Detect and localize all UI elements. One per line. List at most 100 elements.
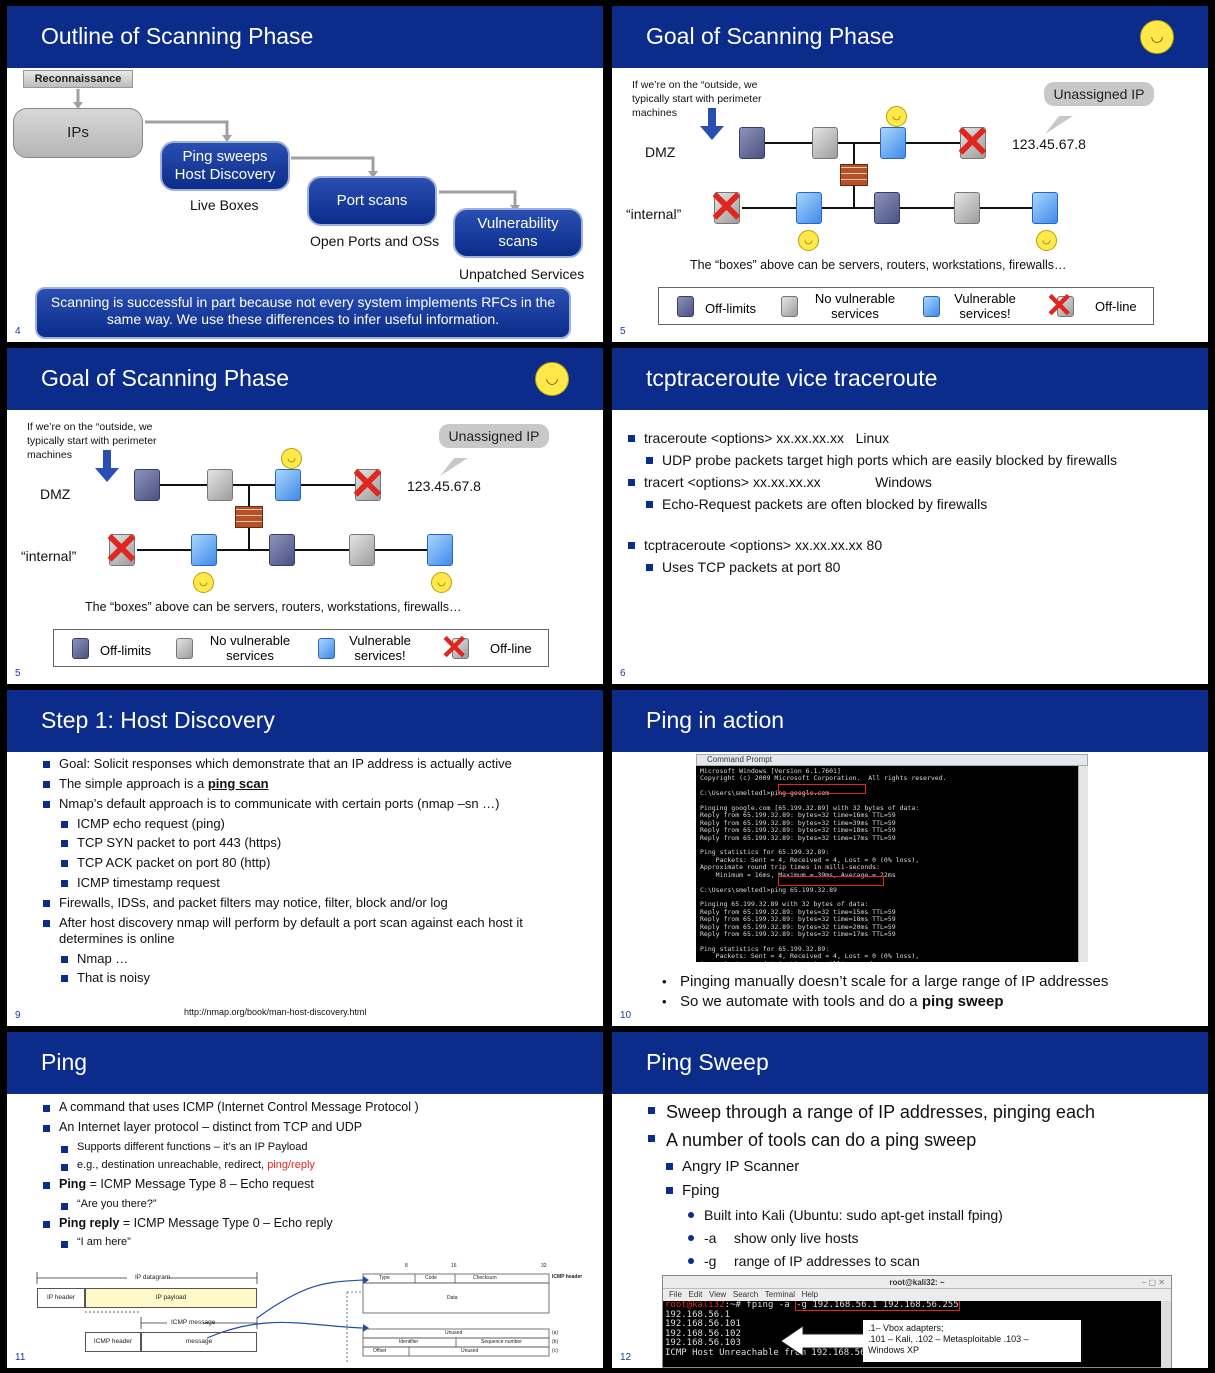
smiley-icon: ◡ (535, 362, 569, 396)
slide-header (612, 690, 1208, 752)
callout-tail (440, 458, 468, 476)
ping-reply-red: ping/reply (267, 1158, 315, 1171)
page-number: 5 (620, 326, 626, 337)
firewall-icon (840, 164, 868, 186)
callout-tail (1045, 116, 1073, 134)
terminal-scrollbar[interactable] (1161, 1301, 1171, 1368)
legend-offline-icon (1057, 296, 1074, 317)
bullet: Echo-Request packets are often blocked b… (646, 496, 1198, 513)
bit-32: 32 (541, 1263, 547, 1269)
ping-sweeps-label: Ping sweeps (182, 148, 268, 165)
bullet: “Are you there?” (61, 1198, 583, 1211)
ping-reply-term: Ping reply (59, 1215, 120, 1230)
open-ports-caption: Open Ports and OSs (310, 233, 440, 249)
bullet-list: Goal: Solicit responses which demonstrat… (43, 756, 583, 990)
flag-a-desc: show only live hosts (734, 1229, 859, 1246)
kali-terminal[interactable]: root@kali32: ~ – ▢ ✕ File Edit View Sear… (662, 1275, 1172, 1368)
terminal-output: Microsoft Windows [Version 6.1.7601] Cop… (696, 766, 1078, 962)
legend-offline-icon (452, 638, 469, 659)
terminal-menubar[interactable]: File Edit View Search Terminal Help (663, 1289, 1171, 1301)
legend: Off-limits No vulnerable services Vulner… (53, 629, 549, 667)
server-offlimits-icon (134, 469, 160, 501)
vuln-scans-box: Vulnerability scans (453, 208, 583, 258)
slide-11[interactable]: Ping A command that uses ICMP (Internet … (7, 1032, 603, 1368)
source-url[interactable]: http://nmap.org/book/man-host-discovery.… (184, 1007, 367, 1017)
unpatched-caption: Unpatched Services (459, 266, 585, 282)
legend-offline-x-icon: ✕ (1045, 287, 1074, 325)
bullet: Nmap’s default approach is to communicat… (43, 796, 583, 812)
slide-4[interactable]: Outline of Scanning Phase Reconnaissance… (7, 6, 603, 342)
offline-x-icon: ✕ (954, 118, 991, 167)
bullet: TCP SYN packet to port 443 (https) (61, 835, 583, 851)
data-field: Data (447, 1295, 458, 1301)
bullet: Ping reply = ICMP Message Type 0 – Echo … (43, 1216, 583, 1231)
internal-label: “internal” (626, 206, 682, 222)
page-number: 10 (620, 1010, 632, 1021)
window-controls[interactable]: – ▢ ✕ (1141, 1278, 1165, 1287)
slide-10[interactable]: Ping in action Command Prompt Microsoft … (612, 690, 1208, 1026)
bullet-text: So we automate with tools and do a ping … (680, 993, 1004, 1010)
bullet: tracert <options> xx.xx.xx.xx Windows (628, 474, 1198, 491)
command-text: :~# fping -a (724, 1301, 796, 1310)
offset-field: Offset (373, 1348, 387, 1354)
smiley-icon: ◡ (886, 106, 907, 127)
bullet-rest: = ICMP Message Type 0 – Echo reply (119, 1215, 333, 1230)
offline-x-icon: ✕ (349, 460, 386, 509)
server-offline-icon (714, 192, 740, 224)
icmp-diagram: IP datagram IP header IP payload ICMP me… (7, 1262, 603, 1368)
down-arrow-icon (95, 450, 119, 482)
flag-g-desc: range of IP addresses to scan (734, 1252, 920, 1269)
ip-label: 123.45.67.8 (1012, 136, 1086, 152)
offline-x-icon: ✕ (103, 525, 140, 574)
smiley-icon: ◡ (1036, 230, 1057, 251)
host-discovery-label: Host Discovery (174, 166, 276, 183)
server-vulnerable-icon (427, 534, 453, 566)
server-offlimits-icon (269, 534, 295, 566)
bullet: After host discovery nmap will perform b… (43, 915, 583, 947)
bullet: Goal: Solicit responses which demonstrat… (43, 756, 583, 772)
server-novuln-icon (812, 127, 838, 159)
bullet: TCP ACK packet on port 80 (http) (61, 855, 583, 871)
firewall-icon (235, 506, 263, 528)
server-offlimits-icon (739, 127, 765, 159)
sequence-field: Sequence number (481, 1339, 522, 1345)
ip-header-cell: IP header (37, 1288, 85, 1308)
bullet-dot: • (662, 974, 667, 989)
command-highlight: -g 192.168.56.1 192.168.56.255 (795, 1301, 960, 1311)
unassigned-callout: Unassigned IP (439, 424, 549, 448)
ips-label: IPs (67, 124, 89, 141)
internal-label: “internal” (21, 548, 77, 564)
flag-a: -a (704, 1229, 717, 1246)
bullet: Firewalls, IDSs, and packet filters may … (43, 895, 583, 911)
outside-note: If we’re on the “outside, we typically s… (632, 79, 762, 119)
ping-scan-link[interactable]: ping scan (207, 775, 269, 791)
slide-6[interactable]: tcptraceroute vice traceroute traceroute… (612, 348, 1208, 684)
bullet-pre: e.g., destination unreachable, redirect, (77, 1158, 268, 1171)
message-cell: message (141, 1332, 257, 1352)
vbox-note: .1– Vbox adapters; .101 – Kali, .102 – M… (863, 1320, 1081, 1362)
smiley-icon: ◡ (431, 572, 452, 593)
bullet-text: Pinging manually doesn’t scale for a lar… (680, 973, 1109, 990)
flag-g: -g (704, 1252, 717, 1269)
legend-offlimits-icon (72, 638, 89, 659)
bullet: Built into Kali (Ubuntu: sudo apt-get in… (688, 1207, 1198, 1224)
bullet: -g range of IP addresses to scan (688, 1253, 1198, 1270)
slide-title: Step 1: Host Discovery (41, 707, 275, 733)
dmz-label: DMZ (40, 486, 71, 502)
smiley-icon: ◡ (193, 572, 214, 593)
slide-title: Goal of Scanning Phase (646, 23, 895, 49)
server-novuln-icon (954, 192, 980, 224)
page-number: 9 (15, 1010, 21, 1021)
slide-header (7, 348, 603, 410)
bullet: An Internet layer protocol – distinct fr… (43, 1120, 583, 1135)
legend-offlimits-icon (677, 296, 694, 317)
slide-12[interactable]: Ping Sweep Sweep through a range of IP a… (612, 1032, 1208, 1368)
slide-5a[interactable]: Goal of Scanning Phase ◡ If we’re on the… (612, 6, 1208, 342)
slide-5b[interactable]: Goal of Scanning Phase ◡ If we’re on the… (7, 348, 603, 684)
server-vulnerable-icon (275, 469, 301, 501)
slide-9[interactable]: Step 1: Host Discovery Goal: Solicit res… (7, 690, 603, 1026)
terminal-scrollbar[interactable] (1078, 766, 1088, 962)
dmz-label: DMZ (645, 144, 676, 160)
bullet-list: A command that uses ICMP (Internet Contr… (43, 1100, 583, 1255)
left-arrow-icon (781, 1326, 866, 1356)
